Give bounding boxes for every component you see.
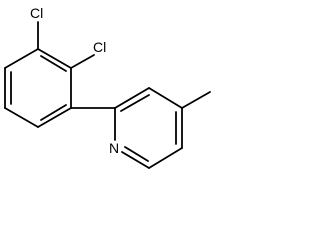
bond-c5p-c6p bbox=[148, 147, 183, 169]
structure-drawing bbox=[4, 21, 211, 169]
bond-c6-c1 bbox=[4, 48, 39, 69]
bond-c1-c2 bbox=[37, 48, 72, 69]
double-bond-c2p-c3p bbox=[120, 94, 150, 112]
phenyl-ring bbox=[4, 48, 72, 128]
nitrogen-atom-label: N bbox=[108, 140, 121, 156]
pyridine-ring bbox=[114, 87, 183, 169]
double-bond-c6p-n bbox=[124, 146, 149, 162]
bond-c6p-n bbox=[121, 151, 150, 169]
bond-c4-c5 bbox=[4, 107, 39, 128]
bond-c2p-c3p bbox=[114, 87, 150, 109]
chemical-structure-diagram: Cl Cl N bbox=[4, 5, 211, 169]
bond-c3-c4 bbox=[37, 107, 72, 128]
chlorine-atom-label-1: Cl bbox=[29, 5, 45, 21]
double-bond-c3-c4 bbox=[40, 104, 67, 121]
bond-c3p-c4p bbox=[148, 87, 183, 109]
chlorine-atom-label-2: Cl bbox=[92, 39, 108, 55]
bond-c4p-methyl bbox=[181, 91, 211, 109]
double-bond-c1-c2 bbox=[40, 55, 67, 72]
bond-c2-cl2 bbox=[70, 54, 95, 69]
